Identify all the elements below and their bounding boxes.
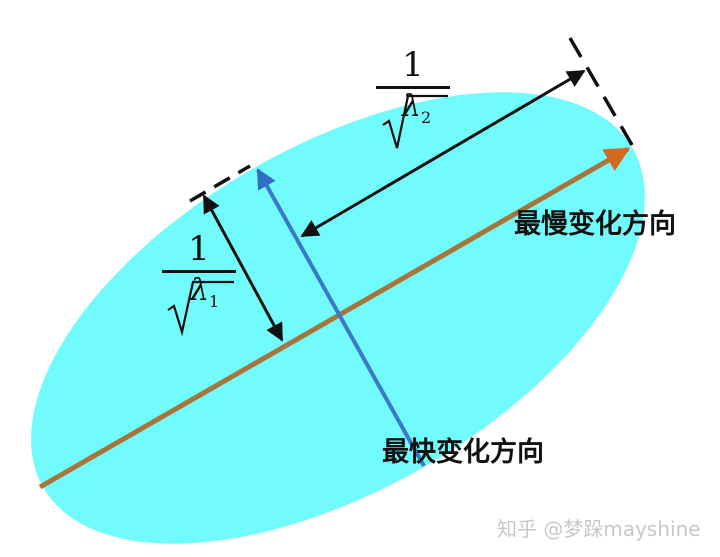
fraction-numerator: 1 <box>402 45 424 85</box>
lambda-subscript: 2 <box>421 108 432 127</box>
major-end-dashed-guide <box>568 37 634 146</box>
minor-axis-arrow <box>256 168 426 467</box>
minor-end-dashed-guide <box>189 164 251 203</box>
major-length-dimension-arrow <box>300 69 586 238</box>
fraction-inverse-sqrt-lambda2: 1 λ2 <box>376 48 450 134</box>
lambda-symbol: λ <box>402 89 422 124</box>
watermark: 知乎 @梦跺mayshine <box>497 517 701 541</box>
minor-length-dimension-arrow <box>202 194 284 342</box>
fraction-inverse-sqrt-lambda1: 1 λ1 <box>162 232 236 318</box>
lambda-symbol: λ <box>190 273 210 308</box>
sqrt-icon-major <box>382 94 448 149</box>
fraction-bar <box>376 86 450 89</box>
fraction-bar <box>162 270 236 273</box>
sqrt-icon-minor <box>167 280 234 337</box>
fraction-numerator: 1 <box>188 229 210 269</box>
slowest-direction-label: 最慢变化方向 <box>514 209 676 240</box>
lambda-subscript: 1 <box>209 292 220 311</box>
fastest-direction-label: 最快变化方向 <box>382 437 544 468</box>
